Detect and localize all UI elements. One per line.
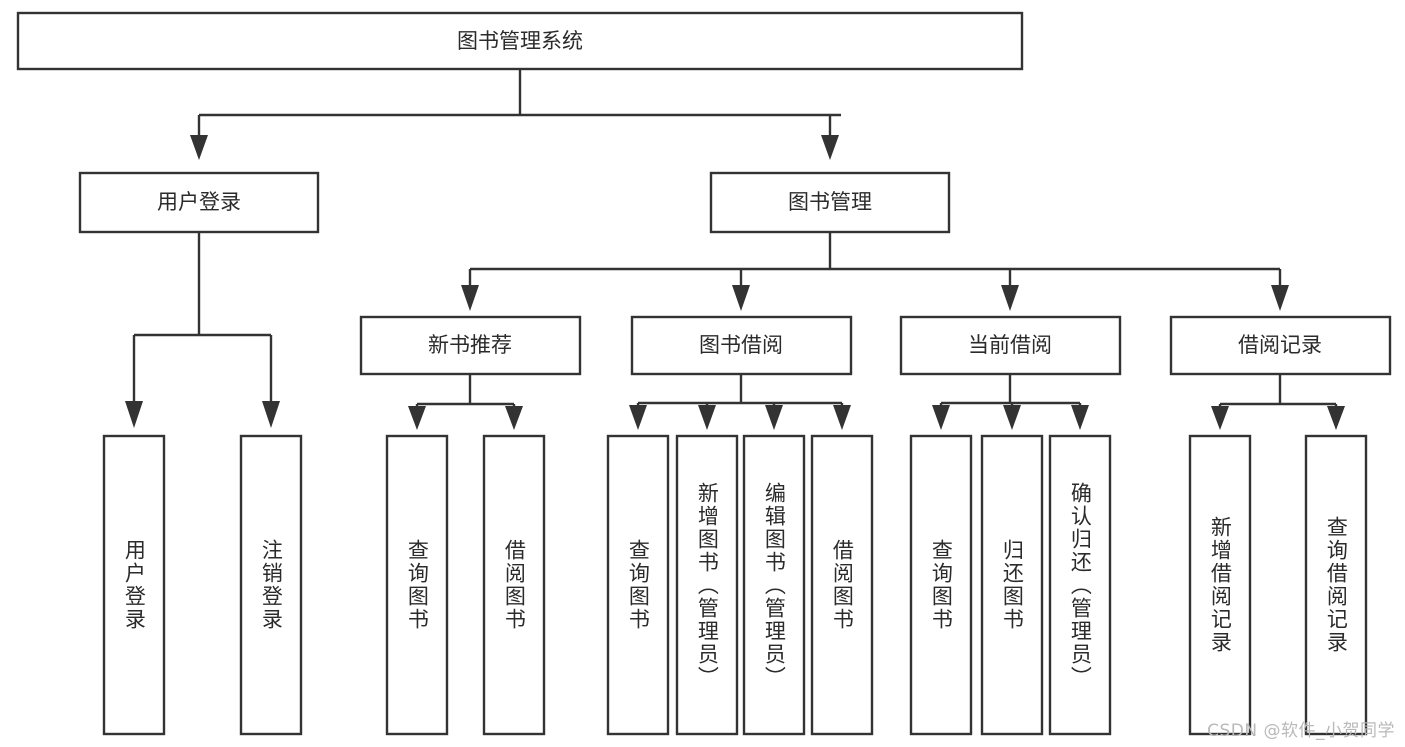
node-leaf-query-record-rect[interactable] — [1304, 434, 1368, 736]
node-leaf-return-book-rect[interactable] — [980, 434, 1044, 736]
node-borrow-record-rect[interactable] — [1169, 315, 1392, 376]
arrowhead-leaf-query-book-rec — [408, 406, 426, 430]
connector-group-book-borrow — [629, 374, 851, 430]
node-leaf-add-book-rect[interactable] — [675, 434, 739, 736]
arrowhead-leaf-confirm-return — [1071, 405, 1089, 430]
node-new-book-rec[interactable]: 新书推荐 — [359, 315, 582, 376]
csdn-watermark: CSDN @软件_小贺同学 — [1207, 721, 1395, 741]
node-current-borrow-label: 当前借阅 — [968, 333, 1052, 357]
arrowhead-current-borrow — [1001, 285, 1019, 311]
node-borrow-record[interactable]: 借阅记录 — [1169, 315, 1392, 376]
node-leaf-add-record-rect[interactable] — [1188, 434, 1252, 736]
node-user-login-label: 用户登录 — [157, 190, 241, 214]
connector-group-root — [190, 69, 841, 160]
arrowhead-user-login — [190, 135, 208, 160]
node-root-rect[interactable] — [16, 11, 1024, 71]
arrowhead-leaf-query-record — [1327, 406, 1345, 430]
node-new-book-rec-label: 新书推荐 — [428, 333, 512, 357]
arrowhead-book-manage — [821, 135, 839, 160]
node-leaf-user-logout-rect[interactable] — [239, 434, 303, 736]
node-leaf-edit-book-rect[interactable] — [742, 434, 806, 736]
node-book-manage-label: 图书管理 — [788, 190, 872, 214]
node-current-borrow-rect[interactable] — [899, 315, 1122, 376]
arrowhead-borrow-record — [1271, 285, 1289, 311]
connector-group-user-login — [125, 232, 280, 428]
node-leaf-user-login-rect[interactable] — [102, 434, 166, 736]
arrowhead-leaf-return-book — [1003, 405, 1021, 430]
arrowhead-leaf-add-book — [698, 405, 716, 430]
node-root-label: 图书管理系统 — [457, 29, 583, 53]
node-book-manage[interactable]: 图书管理 — [709, 171, 951, 234]
arrowhead-book-borrow — [732, 285, 750, 311]
connector-group-book-manage — [461, 232, 1289, 311]
node-leaf-query-book-rec-rect[interactable] — [385, 434, 449, 736]
arrowhead-leaf-borrow-book-br — [833, 405, 851, 430]
node-leaf-borrow-book-rec-rect[interactable] — [482, 434, 546, 736]
node-user-login[interactable]: 用户登录 — [78, 171, 320, 234]
connector-group-new-book-rec — [408, 374, 523, 430]
arrowhead-leaf-user-logout — [262, 401, 280, 428]
leaf-rect-group — [102, 434, 1368, 736]
arrowhead-leaf-query-book-br — [629, 405, 647, 430]
arrowhead-leaf-borrow-book-rec — [505, 406, 523, 430]
node-borrow-record-label: 借阅记录 — [1238, 333, 1322, 357]
node-leaf-borrow-book-br-rect[interactable] — [810, 434, 874, 736]
node-book-borrow-label: 图书借阅 — [699, 333, 783, 357]
node-book-manage-rect[interactable] — [709, 171, 951, 234]
arrowhead-leaf-query-book-cb — [932, 405, 950, 430]
node-root[interactable]: 图书管理系统 — [16, 11, 1024, 71]
connector-group-current-borrow — [932, 374, 1089, 430]
node-leaf-query-book-br-rect[interactable] — [606, 434, 670, 736]
node-leaf-query-book-cb-rect[interactable] — [909, 434, 973, 736]
arrowhead-leaf-user-login — [125, 401, 143, 428]
node-book-borrow[interactable]: 图书借阅 — [630, 315, 853, 376]
node-leaf-confirm-return-rect[interactable] — [1048, 434, 1112, 736]
node-current-borrow[interactable]: 当前借阅 — [899, 315, 1122, 376]
connector-group-borrow-record — [1211, 374, 1345, 430]
arrowhead-leaf-add-record — [1211, 406, 1229, 430]
node-user-login-rect[interactable] — [78, 171, 320, 234]
node-new-book-rec-rect[interactable] — [359, 315, 582, 376]
arrowhead-leaf-edit-book — [765, 405, 783, 430]
node-book-borrow-rect[interactable] — [630, 315, 853, 376]
arrowhead-new-book-rec — [461, 285, 479, 311]
